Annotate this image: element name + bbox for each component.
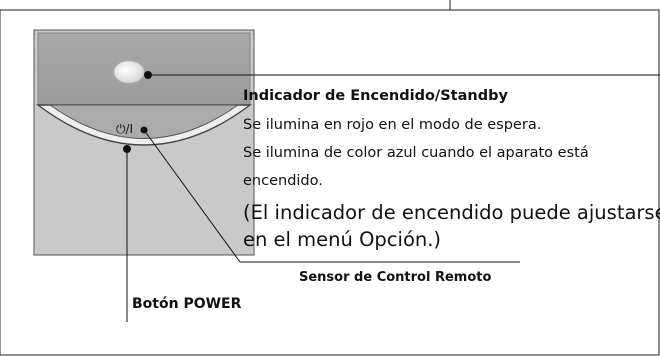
- power-symbol: ⏻/I: [116, 122, 133, 136]
- sensor-leader-line: [143, 129, 520, 263]
- indicator-desc-line-2: Se ilumina de color azul cuando el apara…: [243, 145, 589, 161]
- indicator-desc-line-1: Se ilumina en rojo en el modo de espera.: [243, 117, 542, 133]
- indicator-note-line-1: (El indicador de encendido puede ajustar…: [243, 201, 660, 224]
- power-button-label: Botón POWER: [132, 296, 242, 312]
- top-panel: [37, 32, 251, 106]
- power-indicator-title: Indicador de Encendido/Standby: [243, 88, 508, 104]
- indicator-desc-line-3: encendido.: [243, 173, 323, 189]
- indicator-note-line-2: en el menú Opción.): [243, 228, 442, 251]
- remote-sensor-label: Sensor de Control Remoto: [299, 270, 492, 285]
- led-indicator-icon: [113, 60, 145, 84]
